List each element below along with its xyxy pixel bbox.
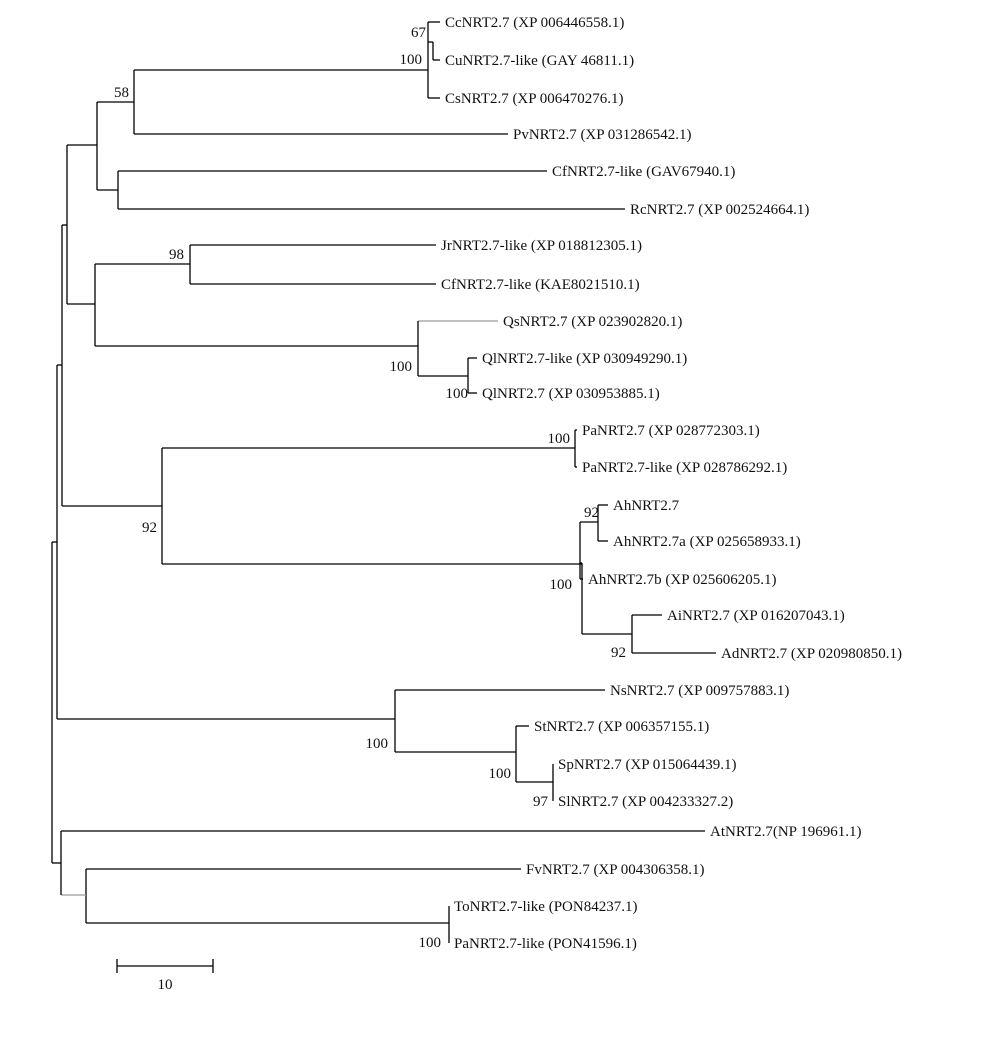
- taxon-label: PaNRT2.7-like (XP 028786292.1): [582, 460, 787, 476]
- taxon-label: PvNRT2.7 (XP 031286542.1): [513, 127, 692, 143]
- bootstrap-value: 67: [411, 25, 427, 41]
- taxon-label: PaNRT2.7 (XP 028772303.1): [582, 423, 760, 439]
- bootstrap-value: 100: [550, 577, 573, 593]
- taxon-label: CfNRT2.7-like (KAE8021510.1): [441, 277, 640, 293]
- scale-bar-label: 10: [158, 977, 173, 993]
- bootstrap-value: 100: [489, 766, 512, 782]
- taxon-label: CsNRT2.7 (XP 006470276.1): [445, 91, 624, 107]
- taxon-label: AiNRT2.7 (XP 016207043.1): [667, 608, 845, 624]
- scale-bar: 10: [116, 959, 214, 993]
- taxon-label: AtNRT2.7(NP 196961.1): [710, 824, 861, 840]
- taxon-label: QsNRT2.7 (XP 023902820.1): [503, 314, 682, 330]
- taxon-label: AhNRT2.7b (XP 025606205.1): [588, 572, 777, 588]
- taxon-label: SlNRT2.7 (XP 004233327.2): [558, 794, 733, 810]
- bootstrap-value: 100: [419, 935, 442, 951]
- taxon-label: SpNRT2.7 (XP 015064439.1): [558, 757, 737, 773]
- bootstrap-value: 100: [390, 359, 413, 375]
- taxon-label: ToNRT2.7-like (PON84237.1): [454, 899, 637, 915]
- bootstrap-value: 100: [548, 431, 571, 447]
- bootstrap-value: 100: [446, 386, 469, 402]
- bootstrap-value: 92: [611, 645, 626, 661]
- taxon-label: AhNRT2.7a (XP 025658933.1): [613, 534, 801, 550]
- taxon-label: QlNRT2.7 (XP 030953885.1): [482, 386, 660, 402]
- taxon-label: AhNRT2.7: [613, 498, 680, 514]
- tree-branches: [51, 21, 716, 943]
- taxon-label: AdNRT2.7 (XP 020980850.1): [721, 646, 902, 662]
- bootstrap-value: 92: [142, 520, 157, 536]
- bootstrap-value: 100: [400, 52, 423, 68]
- taxon-label: CcNRT2.7 (XP 006446558.1): [445, 15, 624, 31]
- bootstrap-value: 92: [584, 505, 599, 521]
- bootstrap-value: 98: [169, 247, 184, 263]
- bootstrap-value: 58: [114, 85, 129, 101]
- taxon-label: JrNRT2.7-like (XP 018812305.1): [441, 238, 642, 254]
- taxon-label: RcNRT2.7 (XP 002524664.1): [630, 202, 809, 218]
- taxon-label: QlNRT2.7-like (XP 030949290.1): [482, 351, 687, 367]
- taxon-label: StNRT2.7 (XP 006357155.1): [534, 719, 709, 735]
- taxon-label: CfNRT2.7-like (GAV67940.1): [552, 164, 735, 180]
- bootstrap-value: 100: [366, 736, 389, 752]
- taxon-label: PaNRT2.7-like (PON41596.1): [454, 936, 637, 952]
- taxon-label: NsNRT2.7 (XP 009757883.1): [610, 683, 789, 699]
- bootstrap-labels: 67 100 58 98 100 100 100 92 92 100 92 100 100 97 100: [114, 25, 626, 951]
- taxon-labels: CcNRT2.7 (XP 006446558.1) CuNRT2.7-like (…: [441, 15, 902, 952]
- bootstrap-value: 97: [533, 794, 549, 810]
- taxon-label: FvNRT2.7 (XP 004306358.1): [526, 862, 705, 878]
- taxon-label: CuNRT2.7-like (GAY 46811.1): [445, 53, 634, 69]
